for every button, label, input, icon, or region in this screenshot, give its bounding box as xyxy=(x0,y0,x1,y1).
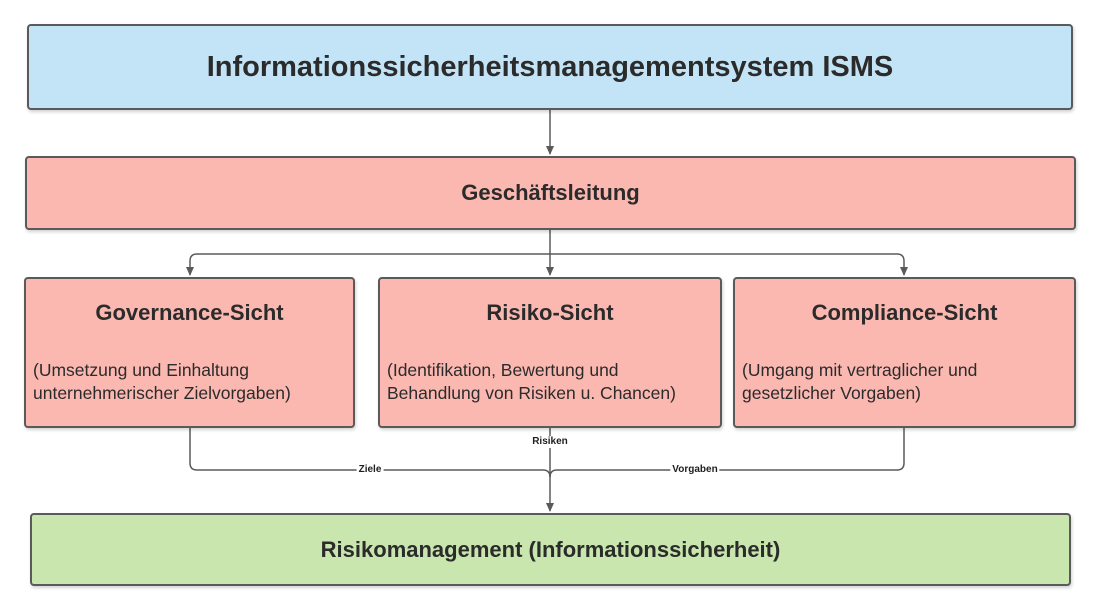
governance-view-box: Governance-Sicht (Umsetzung und Einhaltu… xyxy=(24,277,355,428)
edge-label-vorgaben: Vorgaben xyxy=(670,464,720,476)
governance-view-description: (Umsetzung und Einhaltung unternehmerisc… xyxy=(33,359,347,405)
governance-view-title: Governance-Sicht xyxy=(95,300,284,325)
isms-label: Informationssicherheitsmanagementsystem … xyxy=(206,50,894,83)
risk-management-box: Risikomanagement (Informationssicherheit… xyxy=(30,513,1071,586)
connector-governance-to-risk-management xyxy=(189,428,551,478)
risk-view-description-line-2: Behandlung von Risiken u. Chancen) xyxy=(387,383,676,403)
compliance-view-description: (Umgang mit vertraglicher und gesetzlich… xyxy=(742,359,1068,405)
risk-view-description-line-1: (Identifikation, Bewertung und xyxy=(387,360,619,380)
governance-view-description-line-1: (Umsetzung und Einhaltung xyxy=(33,360,249,380)
risk-view-box: Risiko-Sicht (Identifikation, Bewertung … xyxy=(378,277,722,428)
governance-view-description-line-2: unternehmerischer Zielvorgaben) xyxy=(33,383,291,403)
risk-view-title: Risiko-Sicht xyxy=(486,300,614,325)
compliance-view-title: Compliance-Sicht xyxy=(811,300,998,325)
connector-compliance-to-risk-management xyxy=(549,428,905,478)
management-box: Geschäftsleitung xyxy=(25,156,1076,230)
risk-view-description: (Identifikation, Bewertung und Behandlun… xyxy=(387,359,714,405)
connector-management-to-compliance-view xyxy=(550,253,908,276)
management-label: Geschäftsleitung xyxy=(461,180,640,205)
compliance-view-box: Compliance-Sicht (Umgang mit vertraglich… xyxy=(733,277,1076,428)
edge-label-ziele: Ziele xyxy=(356,464,384,476)
risk-management-label: Risikomanagement (Informationssicherheit… xyxy=(320,536,781,562)
compliance-view-description-line-1: (Umgang mit vertraglicher und xyxy=(742,360,978,380)
isms-box: Informationssicherheitsmanagementsystem … xyxy=(27,24,1073,110)
connector-management-to-governance-view xyxy=(186,253,550,276)
compliance-view-description-line-2: gesetzlicher Vorgaben) xyxy=(742,383,921,403)
edge-label-risiken: Risiken xyxy=(530,436,570,448)
